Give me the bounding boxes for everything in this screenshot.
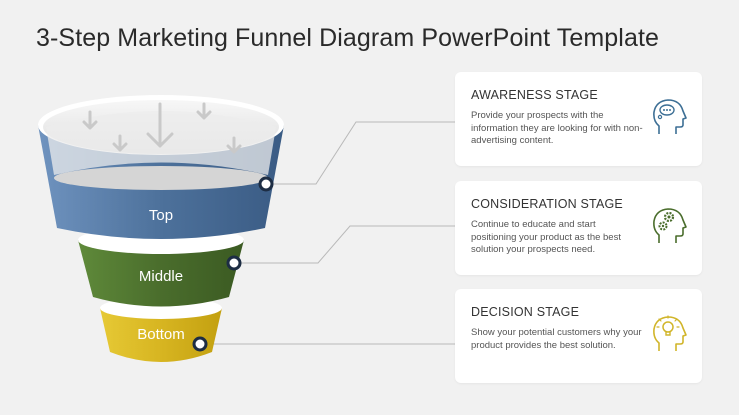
card-title: DECISION STAGE xyxy=(471,305,580,319)
funnel-label-top: Top xyxy=(148,207,174,224)
card-consideration-stage: CONSIDERATION STAGE Continue to educate … xyxy=(455,181,702,275)
funnel-segment-middle xyxy=(78,240,244,307)
funnel-segment-bottom xyxy=(100,308,222,362)
funnel-label-middle: Middle xyxy=(138,268,184,285)
funnel-label-bottom: Bottom xyxy=(137,326,185,343)
connector-dot-top xyxy=(258,176,274,192)
connector-lines xyxy=(200,121,455,345)
card-description: Continue to educate and start positionin… xyxy=(471,219,621,255)
card-awareness-stage: AWARENESS STAGE Provide your prospects w… xyxy=(455,72,702,166)
connector-dot-middle xyxy=(226,255,242,271)
head-gears-icon xyxy=(653,208,687,243)
card-description: Show your potential customers why your p… xyxy=(471,327,642,351)
head-thought-bubble-icon xyxy=(653,99,687,134)
funnel-inner-floor xyxy=(54,166,268,190)
card-title: CONSIDERATION STAGE xyxy=(471,197,623,211)
head-lightbulb-icon xyxy=(653,315,687,351)
card-description: Provide your prospects with the informat… xyxy=(471,110,643,146)
connector-line-consideration xyxy=(234,225,455,264)
card-title: AWARENESS STAGE xyxy=(471,88,598,102)
card-decision-stage: DECISION STAGE Show your potential custo… xyxy=(455,289,702,383)
connector-dot-bottom xyxy=(192,336,208,352)
connector-line-awareness xyxy=(266,121,455,185)
slide-title: 3-Step Marketing Funnel Diagram PowerPoi… xyxy=(36,24,659,52)
down-arrows-icon xyxy=(82,102,242,154)
